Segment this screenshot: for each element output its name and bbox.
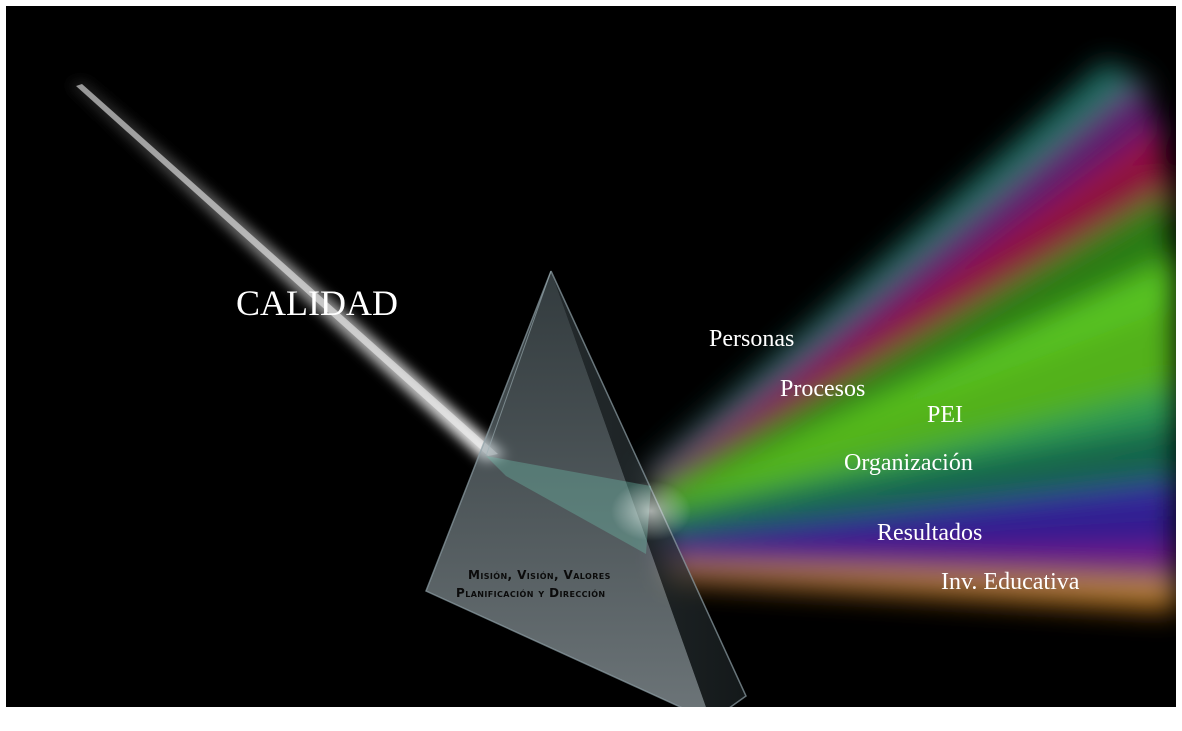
ray-label-pei: PEI <box>927 402 963 428</box>
prism-illustration <box>68 61 1176 707</box>
ray-label-resultados: Resultados <box>877 520 983 546</box>
ray-label-organizacion: Organización <box>844 450 973 476</box>
spectrum-fan <box>641 61 1176 611</box>
ray-label-procesos: Procesos <box>780 376 866 402</box>
ray-label-inv-educativa: Inv. Educativa <box>941 569 1080 595</box>
prism <box>425 270 747 707</box>
ray-label-personas: Personas <box>709 326 795 352</box>
prism-caption: Misión, Visión, Valores Planificación y … <box>446 566 674 616</box>
prism-caption-line1: Misión, Visión, Valores <box>468 568 611 582</box>
slide-canvas: CALIDAD Personas Procesos PEI Organizaci… <box>6 6 1176 707</box>
calidad-label: CALIDAD <box>236 283 398 323</box>
prism-caption-line2: Planificación y Dirección <box>456 586 606 600</box>
